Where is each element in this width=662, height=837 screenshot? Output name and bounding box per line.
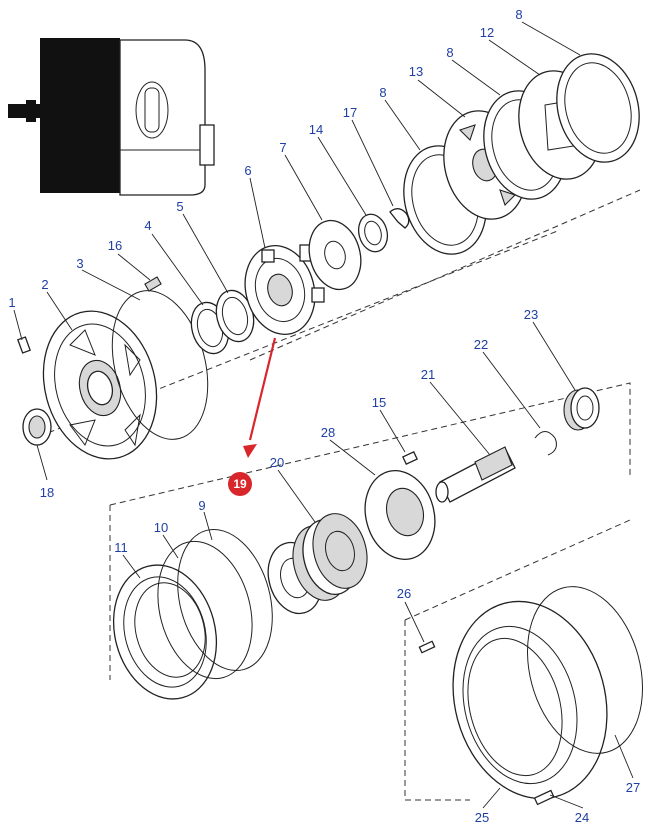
part-bearing-23 xyxy=(563,387,600,431)
callout-8a: 8 xyxy=(379,85,386,100)
part-plate-8c xyxy=(556,53,640,163)
part-bolt-1 xyxy=(17,336,31,354)
highlight-arrow xyxy=(243,337,277,458)
callout-7: 7 xyxy=(279,140,286,155)
part-housing-2 xyxy=(42,310,158,460)
callout-9: 9 xyxy=(198,498,205,513)
motor-thumbnail xyxy=(8,38,215,196)
callout-23: 23 xyxy=(524,307,538,322)
part-bolt-24 xyxy=(533,789,555,806)
callout-20: 20 xyxy=(270,455,284,470)
part-setscrew-16 xyxy=(144,276,162,292)
part-flange-28 xyxy=(364,470,436,560)
part-ring-14 xyxy=(357,213,389,253)
callout-8b: 8 xyxy=(446,45,453,60)
callout-15: 15 xyxy=(372,395,386,410)
highlight-badge xyxy=(228,472,252,496)
callout-8c: 8 xyxy=(515,7,522,22)
callout-11: 11 xyxy=(114,540,128,555)
callout-13: 13 xyxy=(409,64,423,79)
part-shaft-21 xyxy=(435,446,516,503)
callout-12: 12 xyxy=(480,25,494,40)
part-housing-25 xyxy=(452,600,608,800)
part-seal-18 xyxy=(22,408,52,446)
part-oring-9 xyxy=(177,528,273,672)
callout-18: 18 xyxy=(40,485,54,500)
part-bolt-15 xyxy=(402,450,418,466)
callout-3: 3 xyxy=(76,256,83,271)
callout-19-highlight: 19 xyxy=(228,472,252,496)
part-disc-7 xyxy=(308,219,362,291)
callout-19: 19 xyxy=(233,477,247,491)
callout-6: 6 xyxy=(244,163,251,178)
part-circlip-22 xyxy=(534,431,557,456)
callout-1: 1 xyxy=(8,295,15,310)
callout-16: 16 xyxy=(108,238,122,253)
callout-24: 24 xyxy=(575,810,589,825)
callout-22: 22 xyxy=(474,337,488,352)
callout-17: 17 xyxy=(343,105,357,120)
part-bolt-26 xyxy=(418,640,436,654)
part-oring-10 xyxy=(157,540,253,680)
callout-10: 10 xyxy=(154,520,168,535)
callout-25: 25 xyxy=(475,810,489,825)
callout-labels: 1 2 3 4 5 6 7 8 8 8 9 10 11 12 13 14 15 … xyxy=(8,7,640,825)
part-disc-pack-20 xyxy=(292,513,368,601)
callout-4: 4 xyxy=(144,218,151,233)
callout-27: 27 xyxy=(626,780,640,795)
part-oring-27 xyxy=(526,586,644,754)
callout-2: 2 xyxy=(41,277,48,292)
part-oring-3 xyxy=(111,290,209,440)
callout-28: 28 xyxy=(321,425,335,440)
callout-5: 5 xyxy=(176,199,183,214)
callout-21: 21 xyxy=(421,367,435,382)
leader-lines xyxy=(13,21,634,809)
part-snapring-17 xyxy=(389,208,410,229)
callout-26: 26 xyxy=(397,586,411,601)
callout-14: 14 xyxy=(309,122,323,137)
